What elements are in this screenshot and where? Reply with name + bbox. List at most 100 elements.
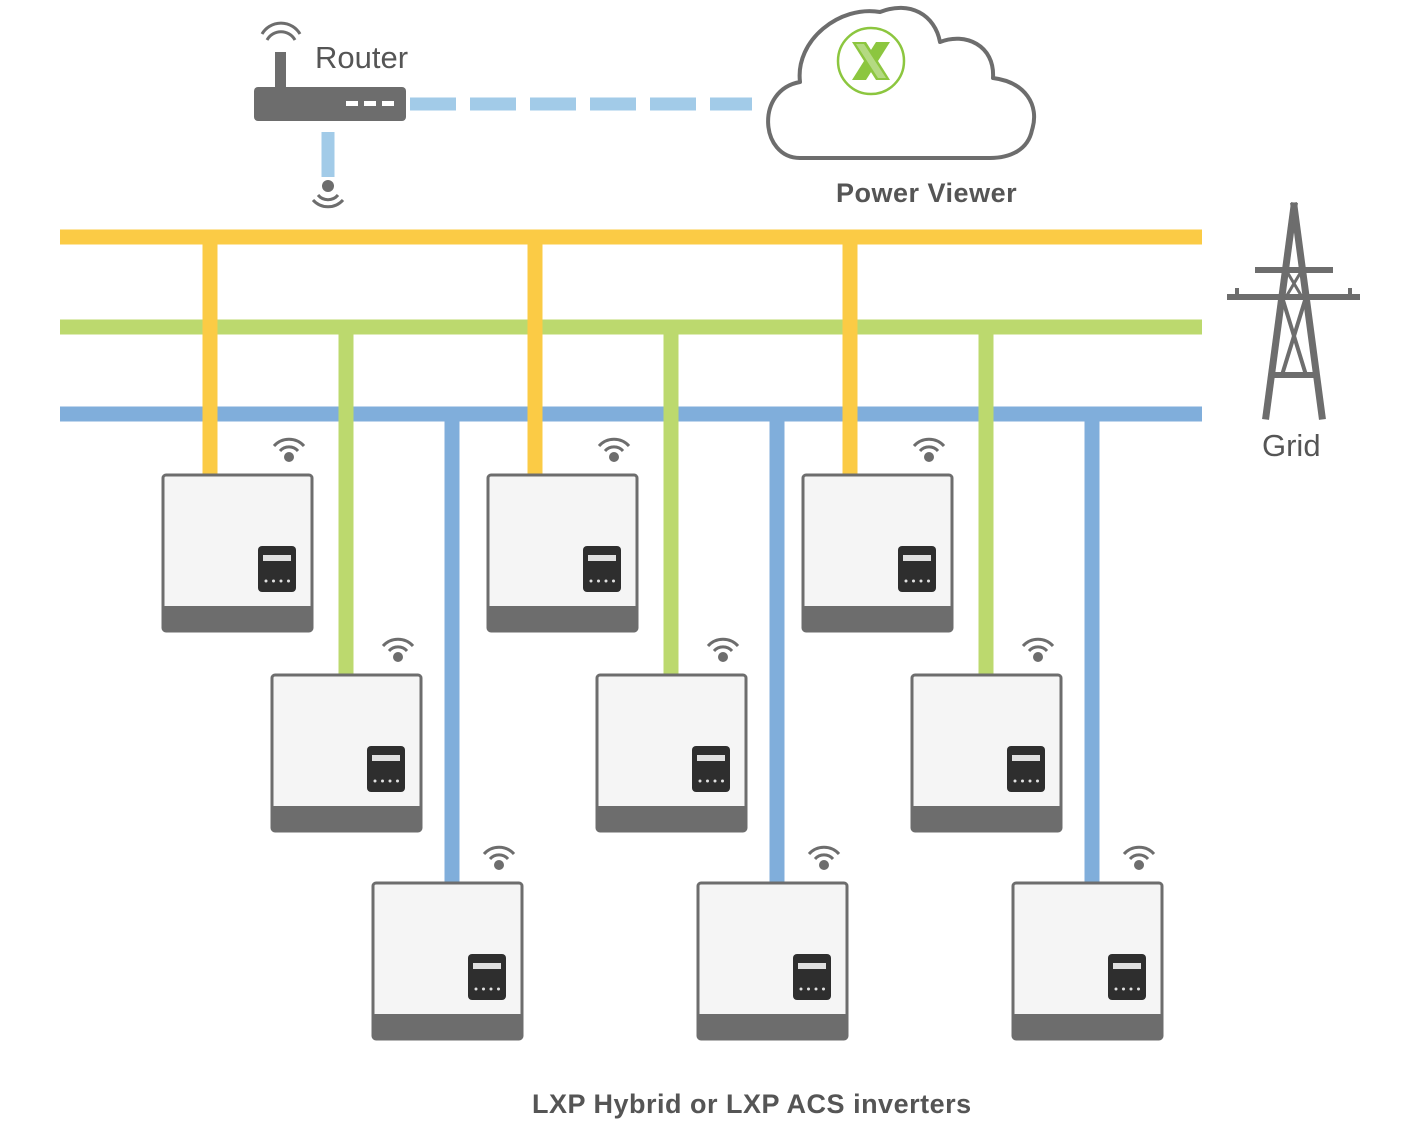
inverter-screen (903, 555, 931, 561)
inverter-base (803, 606, 952, 631)
wifi-icon (807, 845, 841, 870)
inverter-led (589, 579, 593, 583)
wifi-icon (1021, 637, 1055, 662)
inverter-led (721, 779, 724, 783)
inverter-led (822, 987, 825, 991)
wifi-icon (912, 437, 946, 462)
power-viewer-label: Power Viewer (836, 178, 1018, 208)
inverter-led (1028, 779, 1032, 783)
inverter-base (488, 606, 637, 631)
inverter-led (287, 579, 290, 583)
inverter-led (381, 779, 384, 783)
inverter-led (373, 779, 377, 783)
inverter-unit-5 (595, 637, 748, 833)
inverter-screen (1113, 963, 1141, 969)
wifi-arc (1122, 845, 1156, 856)
inverter-led (904, 579, 908, 583)
inverter-led (1114, 987, 1118, 991)
phase-buses (60, 229, 1202, 422)
wifi-icon (597, 437, 631, 462)
inverter-screen (263, 555, 291, 561)
inverter-led (1021, 779, 1024, 783)
inverter-led (597, 579, 600, 583)
phase-drops (202, 231, 1100, 885)
inverter-display (367, 746, 405, 792)
wifi-icon (381, 637, 415, 662)
inverter-led (1036, 779, 1039, 783)
wifi-arc (603, 445, 625, 453)
wifi-arc (482, 845, 516, 856)
wifi-arc (272, 437, 306, 448)
inverter-led (388, 779, 392, 783)
wifi-arc (381, 637, 415, 648)
inverter-led (279, 579, 283, 583)
inverter-screen (473, 963, 501, 969)
inverter-led (604, 579, 608, 583)
wifi-icon (272, 437, 306, 462)
wifi-dot (494, 860, 504, 870)
inverter-led (814, 987, 818, 991)
inverter-screen (1012, 755, 1040, 761)
wifi-arc (706, 637, 740, 648)
wifi-arc (712, 645, 734, 653)
wifi-arc (387, 645, 409, 653)
wifi-arc (813, 853, 835, 861)
inverter-led (799, 987, 803, 991)
inverter-led (1129, 987, 1133, 991)
wifi-icon (1122, 845, 1156, 870)
inverter-unit-6 (696, 845, 849, 1041)
inverter-led (706, 779, 709, 783)
inverter-base (698, 1014, 847, 1039)
inverter-display (692, 746, 730, 792)
wifi-arc (807, 845, 841, 856)
inverter-screen (372, 755, 400, 761)
router-label: Router (315, 40, 409, 75)
wifi-dot (1134, 860, 1144, 870)
inverter-led (1137, 987, 1140, 991)
router-signal-icon (311, 180, 345, 209)
inverter-unit-1 (161, 437, 314, 633)
inverter-base (597, 806, 746, 831)
inverter-led (698, 779, 702, 783)
grid-label: Grid (1262, 428, 1321, 463)
wifi-icon (482, 845, 516, 870)
inverter-screen (697, 755, 725, 761)
inverter-led (612, 579, 615, 583)
inverter-screen (588, 555, 616, 561)
inverter-display (1007, 746, 1045, 792)
inverter-array (161, 437, 1164, 1041)
inverter-unit-9 (1011, 845, 1164, 1041)
wifi-arc (1128, 853, 1150, 861)
inverter-led (1122, 987, 1125, 991)
cloud-icon (766, 5, 1037, 160)
inverter-led (489, 987, 493, 991)
wifi-icon (706, 637, 740, 662)
inverter-led (713, 779, 717, 783)
wifi-dot (393, 652, 403, 662)
inverter-display (583, 546, 621, 592)
inverter-base (272, 806, 421, 831)
inverter-led (482, 987, 485, 991)
inverter-base (912, 806, 1061, 831)
wifi-arc (1027, 645, 1049, 653)
wifi-arc (597, 437, 631, 448)
inverter-unit-2 (270, 637, 423, 833)
wifi-dot (284, 452, 294, 462)
router-icon (254, 21, 406, 121)
inverter-unit-4 (486, 437, 639, 633)
wireless-links (321, 97, 752, 177)
inverter-led (919, 579, 923, 583)
wifi-dot (924, 452, 934, 462)
wifi-arc (278, 445, 300, 453)
power-tower-icon (1227, 202, 1360, 420)
wifi-dot (1033, 652, 1043, 662)
inverter-display (1108, 954, 1146, 1000)
inverter-screen (798, 963, 826, 969)
inverter-base (373, 1014, 522, 1039)
inverter-unit-8 (910, 637, 1063, 833)
inverter-display (468, 954, 506, 1000)
inverter-base (1013, 1014, 1162, 1039)
inverter-unit-7 (801, 437, 954, 633)
inverter-led (474, 987, 478, 991)
